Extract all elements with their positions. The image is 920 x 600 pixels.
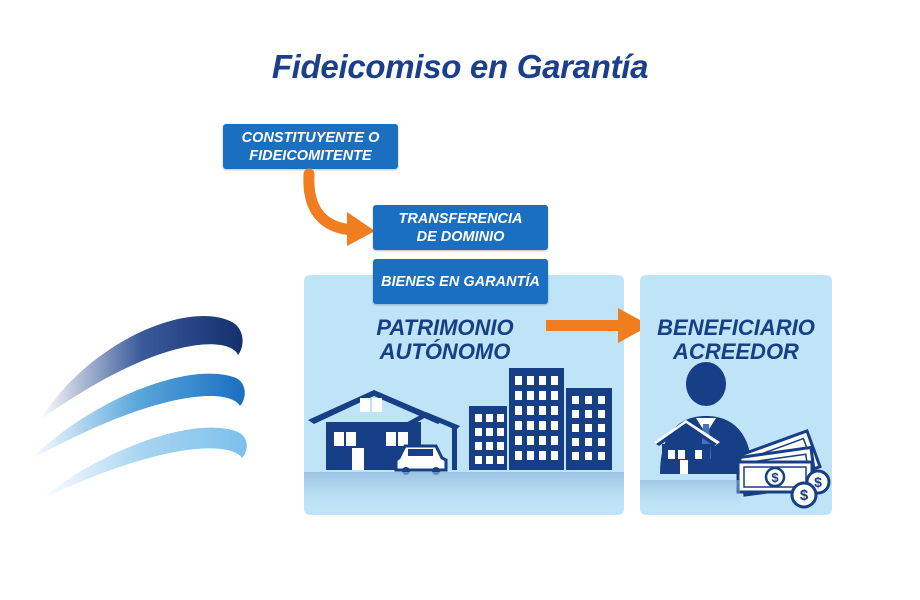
building-window: [539, 391, 546, 400]
building-window: [497, 442, 504, 450]
svg-text:$: $: [814, 474, 822, 490]
building-window: [539, 376, 546, 385]
ground-reflection: [304, 472, 624, 512]
money-icon: $: [736, 428, 822, 497]
transferencia-box: TRANSFERENCIA DE DOMINIO: [373, 205, 548, 250]
building-window: [598, 438, 605, 446]
car-icon: [394, 444, 448, 475]
building-window: [551, 436, 558, 445]
building-window: [527, 391, 534, 400]
building-window: [572, 452, 579, 460]
beneficiario-line-1: BENEFICIARIO: [657, 315, 815, 340]
building-window: [527, 406, 534, 415]
patrimonio-line-2: AUTÓNOMO: [379, 339, 511, 364]
building-window: [539, 406, 546, 415]
building-window: [515, 421, 522, 430]
building-window: [539, 436, 546, 445]
building-window: [475, 428, 482, 436]
bienes-line-1: BIENES EN GARANTÍA: [381, 273, 540, 290]
building-window: [527, 451, 534, 460]
transferencia-line-1: TRANSFERENCIA: [398, 210, 523, 227]
building-window: [497, 414, 504, 422]
property-illustration: [304, 368, 624, 512]
building-window: [515, 436, 522, 445]
building-window: [585, 438, 592, 446]
creditor-illustration: $ $ $: [640, 362, 831, 512]
house-icon: [654, 420, 720, 474]
building-window: [551, 391, 558, 400]
building-window: [585, 424, 592, 432]
building-window: [497, 428, 504, 436]
building-window: [598, 424, 605, 432]
building-window: [539, 451, 546, 460]
building-window: [551, 421, 558, 430]
building-windows: [475, 376, 605, 464]
building-window: [527, 436, 534, 445]
building-window: [486, 414, 493, 422]
building-window: [572, 424, 579, 432]
svg-text:$: $: [771, 470, 779, 485]
building-window: [551, 406, 558, 415]
building-window: [527, 421, 534, 430]
building-window: [551, 451, 558, 460]
svg-text:$: $: [800, 487, 809, 504]
diagram-title: Fideicomiso en Garantía: [271, 48, 649, 85]
beneficiario-title: BENEFICIARIO ACREEDOR: [640, 316, 832, 364]
bienes-box: BIENES EN GARANTÍA: [373, 259, 548, 304]
building-window: [475, 442, 482, 450]
curved-arrow-icon: [303, 168, 375, 246]
patrimonio-title: PATRIMONIO AUTÓNOMO: [340, 316, 550, 364]
building-window: [551, 376, 558, 385]
building-window: [515, 391, 522, 400]
constituyente-box: CONSTITUYENTE O FIDEICOMITENTE: [223, 124, 398, 169]
building-window: [539, 421, 546, 430]
building-window: [598, 410, 605, 418]
building-window: [598, 452, 605, 460]
constituyente-line-2: FIDEICOMITENTE: [249, 147, 372, 164]
building-window: [515, 451, 522, 460]
building-window: [475, 456, 482, 464]
building-window: [572, 410, 579, 418]
patrimonio-line-1: PATRIMONIO: [376, 315, 514, 340]
building-window: [475, 414, 482, 422]
building-window: [486, 456, 493, 464]
ground-reflection: [640, 480, 740, 512]
building-window: [515, 406, 522, 415]
building-window: [572, 396, 579, 404]
carport-icon: [400, 412, 460, 470]
beneficiario-line-2: ACREEDOR: [673, 339, 799, 364]
building-window: [572, 438, 579, 446]
constituyente-line-1: CONSTITUYENTE O: [241, 129, 380, 146]
building-window: [486, 442, 493, 450]
building-window: [515, 376, 522, 385]
building-window: [598, 396, 605, 404]
building-window: [585, 452, 592, 460]
building-window: [497, 456, 504, 464]
swoosh-logo-icon: [30, 316, 247, 500]
building-window: [585, 410, 592, 418]
dollar-coin-icon: $ $: [790, 469, 831, 509]
building-window: [486, 428, 493, 436]
building-window: [585, 396, 592, 404]
transferencia-line-2: DE DOMINIO: [416, 228, 505, 245]
straight-arrow-icon: [546, 308, 650, 343]
building-window: [527, 376, 534, 385]
